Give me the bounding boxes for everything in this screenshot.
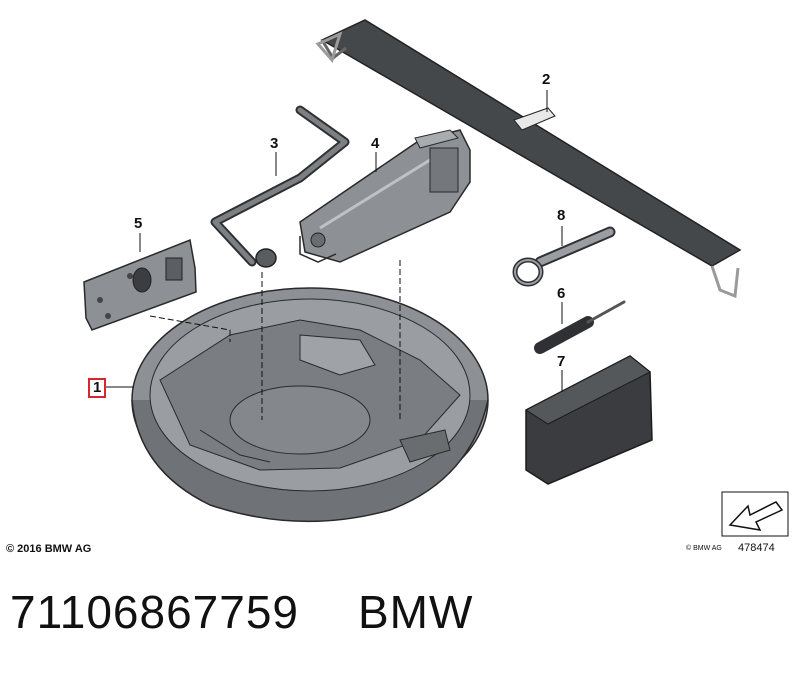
screwdriver-part-6[interactable]: [534, 300, 626, 354]
callout-1[interactable]: 1: [88, 378, 107, 398]
bracket-part-5[interactable]: [83, 238, 197, 331]
copyright-text: © 2016 BMW AG: [6, 543, 92, 555]
callout-5[interactable]: 5: [134, 215, 143, 232]
small-copyright-text: © BMW AG: [686, 545, 722, 552]
part-number-caption: 71106867759: [10, 586, 299, 638]
jack-part-4[interactable]: [299, 129, 471, 263]
strap-part-2[interactable]: [315, 19, 742, 299]
callout-8[interactable]: 8: [557, 207, 566, 224]
callout-7[interactable]: 7: [557, 353, 566, 370]
brand-caption: BMW: [358, 586, 474, 638]
callout-6[interactable]: 6: [557, 285, 566, 302]
view-direction-icon: [721, 491, 789, 537]
callout-2[interactable]: 2: [542, 71, 551, 88]
callout-4[interactable]: 4: [371, 135, 380, 152]
tray-part-1[interactable]: [131, 287, 489, 523]
towing-eye-part-8[interactable]: [512, 226, 616, 287]
wheel-brace-part-3[interactable]: [210, 105, 350, 268]
callout-3[interactable]: 3: [270, 135, 279, 152]
diagram-number: 478474: [738, 542, 775, 554]
case-part-7[interactable]: [524, 355, 653, 485]
leader-lines: [104, 90, 563, 420]
